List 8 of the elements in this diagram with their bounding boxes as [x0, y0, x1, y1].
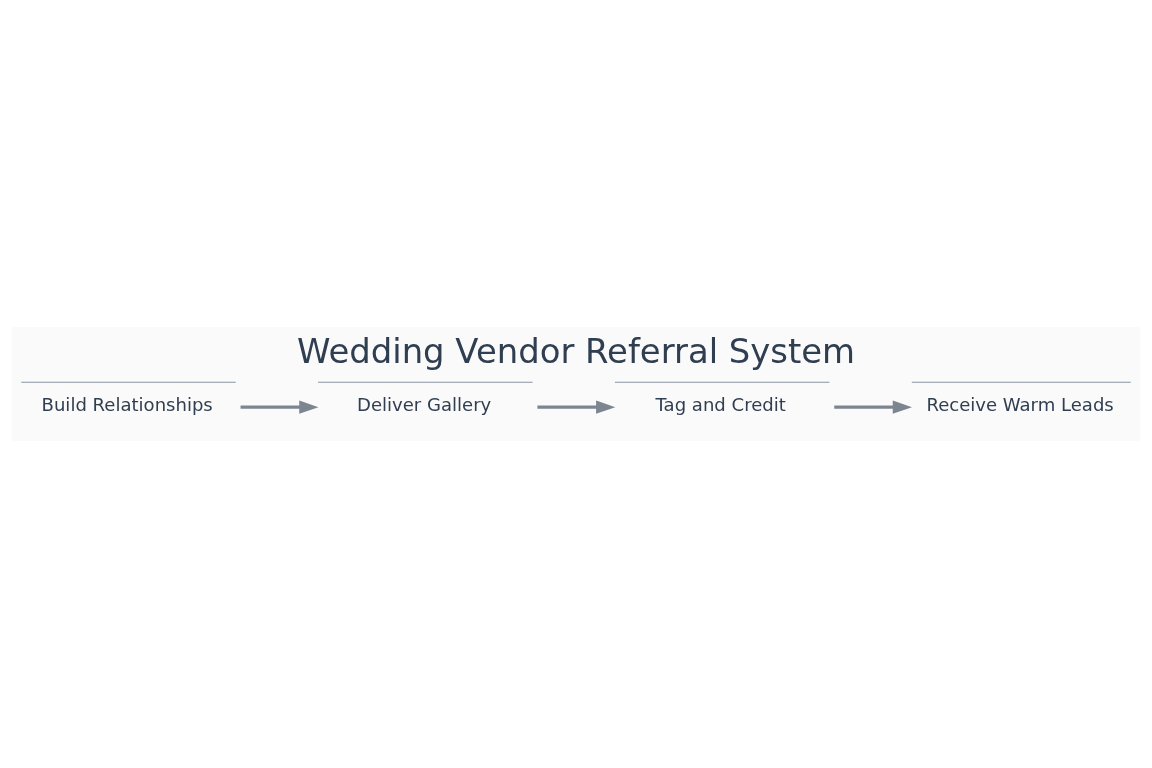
- arrow: [834, 400, 912, 414]
- node-text: Receive Warm Leads: [926, 394, 1114, 416]
- node-text: Deliver Gallery: [357, 394, 492, 416]
- node-text: Tag and Credit: [655, 394, 786, 416]
- node-text: Build Relationships: [41, 394, 213, 416]
- diagram-title: Wedding Vendor Referral System: [296, 332, 856, 372]
- arrow: [537, 400, 616, 414]
- arrow: [240, 400, 319, 414]
